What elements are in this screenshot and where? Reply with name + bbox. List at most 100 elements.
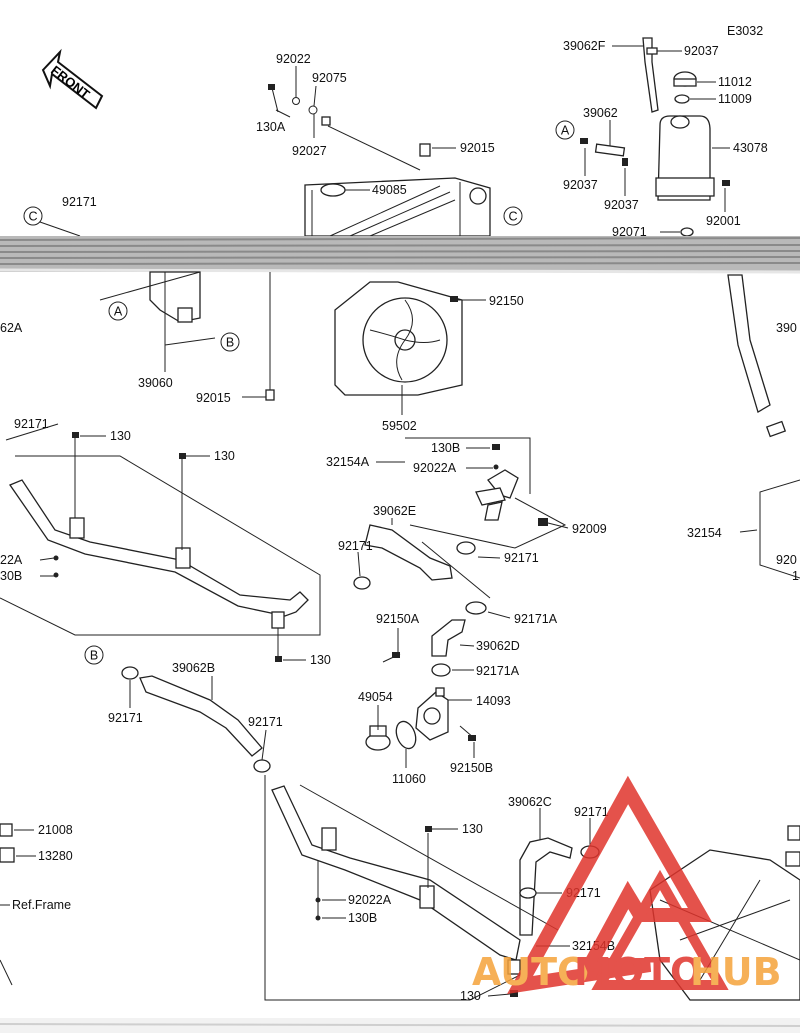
label-92037-a: 92037 <box>684 44 719 58</box>
watermark-hub: HUB <box>690 950 782 994</box>
reservoir-tank-43078 <box>655 115 715 201</box>
label-ref-frame: Ref.Frame <box>12 898 71 912</box>
gasket-11060 <box>395 720 417 750</box>
radiator <box>304 177 491 237</box>
label-92001: 92001 <box>706 214 741 228</box>
bolt-92150-mid <box>450 296 458 302</box>
clamp-92171-b1 <box>121 666 139 680</box>
hose-390-right <box>727 274 771 413</box>
watermark-auto: AUTO <box>472 950 589 994</box>
label-92022a-low: 92022A <box>348 893 392 907</box>
clip-92015-mid <box>265 389 275 401</box>
washer-92022 <box>292 97 300 105</box>
hose-39062d <box>431 619 466 657</box>
label-92071: 92071 <box>612 225 647 239</box>
svg-text:C: C <box>28 210 37 224</box>
label-92171-b1: 92171 <box>108 711 143 725</box>
label-92022a-mid: 92022A <box>413 461 457 475</box>
label-92037-c: 92037 <box>604 198 639 212</box>
reservoir-cap-11012 <box>673 71 697 87</box>
front-arrow-icon: FRONT <box>41 48 104 110</box>
label-43078: 43078 <box>733 141 768 155</box>
svg-text:C: C <box>508 210 517 224</box>
label-130a: 130A <box>256 120 286 134</box>
switch-21008 <box>0 823 13 837</box>
bolt-130-c <box>275 656 282 662</box>
label-390-right: 390 <box>776 321 797 335</box>
clamp-92171-low2 <box>519 887 537 899</box>
label-92075: 92075 <box>312 71 347 85</box>
label-62a: 62A <box>0 321 23 335</box>
bolt-130-e <box>510 990 518 997</box>
label-92171-left: 92171 <box>14 417 49 431</box>
bolt-92150a <box>392 652 400 658</box>
label-59502: 59502 <box>382 419 417 433</box>
label-92171-top: 92171 <box>62 195 97 209</box>
scan-bottom-line <box>0 1023 800 1027</box>
svg-text:B: B <box>226 336 234 350</box>
label-14093: 14093 <box>476 694 511 708</box>
label-39062d: 39062D <box>476 639 520 653</box>
label-92150-mid: 92150 <box>489 294 524 308</box>
label-92022-top: 92022 <box>276 52 311 66</box>
label-39062b: 39062B <box>172 661 215 675</box>
label-21008: 21008 <box>38 823 73 837</box>
bolt-92009 <box>538 518 548 526</box>
label-13280: 13280 <box>38 849 73 863</box>
gasket-11009 <box>674 94 690 104</box>
clamp-92171a-a <box>465 601 487 615</box>
label-92015-mid: 92015 <box>196 391 231 405</box>
bolt-30b <box>53 572 59 578</box>
label-92171-b2: 92171 <box>248 715 283 729</box>
label-39062: 39062 <box>583 106 618 120</box>
label-92171a-a: 92171A <box>514 612 558 626</box>
bolt-130-d <box>425 826 432 832</box>
clamp-92171-mid2 <box>456 541 476 555</box>
front-label: FRONT <box>48 63 93 102</box>
grommet-92075 <box>321 116 331 126</box>
bolt-130b-mid <box>492 444 500 450</box>
hose-39062c <box>519 837 573 936</box>
label-49085: 49085 <box>372 183 407 197</box>
label-130-d: 130 <box>462 822 483 836</box>
label-92009: 92009 <box>572 522 607 536</box>
label-32154-right: 32154 <box>687 526 722 540</box>
label-92150b: 92150B <box>450 761 493 775</box>
ref-circle-a-top: A <box>555 120 575 140</box>
ref-circle-c-right: C <box>503 206 523 226</box>
bolt-92001 <box>722 180 730 186</box>
label-11060: 11060 <box>392 772 426 786</box>
clamp-right <box>765 420 787 438</box>
part-labels: 92022 92075 130A 92027 92015 49085 92171… <box>0 39 799 1003</box>
diagram-code: E3032 <box>727 24 763 38</box>
hose-39062 <box>594 143 626 157</box>
label-22a: 22A <box>0 553 23 567</box>
automotohub-watermark-logo: AUTO MOTO HUB <box>472 775 782 995</box>
label-92015-top: 92015 <box>460 141 495 155</box>
label-30b: 30B <box>0 569 22 583</box>
label-32154a: 32154A <box>326 455 370 469</box>
label-130-c: 130 <box>310 653 331 667</box>
hose-39062e <box>364 524 453 581</box>
fan-shroud-59502 <box>334 281 463 415</box>
watermark-moto: MOTO <box>574 950 702 994</box>
label-130-e: 130 <box>460 989 481 1003</box>
svg-text:A: A <box>561 124 570 138</box>
clamp-92037-c <box>622 158 628 166</box>
scan-tear-band <box>0 236 800 274</box>
label-39062f: 39062F <box>563 39 606 53</box>
clamp-92171a-b <box>431 663 451 677</box>
bracket-39060 <box>149 271 216 346</box>
water-outlet-14093 <box>415 687 449 741</box>
washer-92022a-mid <box>493 464 499 470</box>
ref-circle-b-low: B <box>84 645 104 665</box>
label-39060: 39060 <box>138 376 173 390</box>
ref-circle-b-mid: B <box>220 332 240 352</box>
bolt-130-b <box>179 453 186 459</box>
water-pipe-32154b <box>271 785 521 975</box>
svg-text:B: B <box>90 649 98 663</box>
clamp-92171-b2 <box>253 759 271 773</box>
label-92150a: 92150A <box>376 612 420 626</box>
label-130b-mid: 130B <box>431 441 460 455</box>
label-92037-b: 92037 <box>563 178 598 192</box>
